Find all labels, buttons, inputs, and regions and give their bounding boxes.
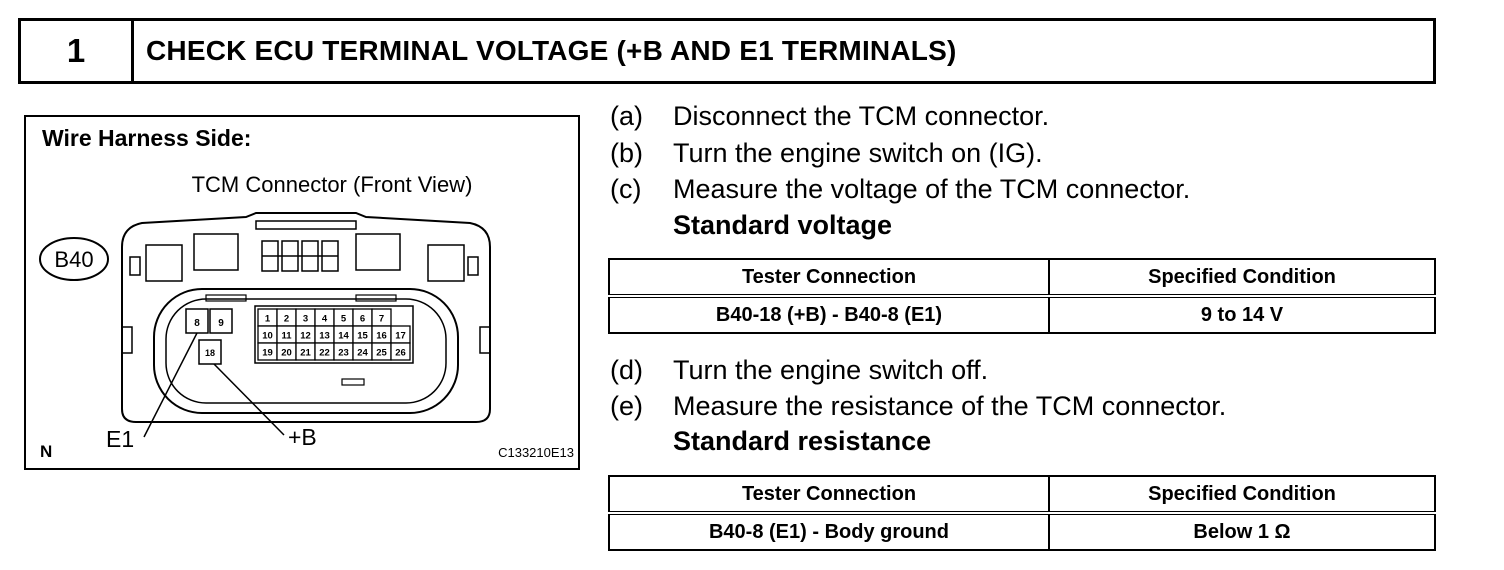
table-row: B40-18 (+B) - B40-8 (E1) 9 to 14 V bbox=[608, 295, 1436, 334]
terminal-2: 2 bbox=[284, 314, 289, 325]
step-header: 1 CHECK ECU TERMINAL VOLTAGE (+B AND E1 … bbox=[18, 18, 1436, 84]
connector-id-label: B40 bbox=[54, 247, 93, 272]
step-text: Disconnect the TCM connector. bbox=[673, 101, 1050, 131]
terminal-8: 8 bbox=[185, 308, 209, 334]
standard-resistance-table: Tester Connection Specified Condition B4… bbox=[608, 475, 1436, 551]
svg-text:8: 8 bbox=[194, 318, 200, 329]
terminal-22: 22 bbox=[319, 348, 330, 359]
step-label: (e) bbox=[610, 391, 643, 421]
connector-id-ellipse bbox=[39, 237, 109, 281]
terminal-1: 1 bbox=[265, 314, 271, 325]
figure-code: C133210E13 bbox=[498, 445, 574, 460]
svg-text:18: 18 bbox=[205, 348, 215, 358]
terminal-5: 5 bbox=[341, 314, 347, 325]
tester-connection-cell: B40-18 (+B) - B40-8 (E1) bbox=[608, 295, 1050, 334]
terminal-13: 13 bbox=[319, 331, 330, 342]
terminal-14: 14 bbox=[338, 331, 349, 342]
step-text: Turn the engine switch on (IG). bbox=[673, 138, 1043, 168]
step-number: 1 bbox=[21, 21, 134, 81]
terminal-21: 21 bbox=[300, 348, 311, 359]
terminal-4: 4 bbox=[322, 314, 328, 325]
terminal-9: 9 bbox=[209, 308, 233, 334]
terminal-18: 18 bbox=[198, 339, 222, 365]
wire-harness-side-label: Wire Harness Side: bbox=[42, 125, 252, 151]
specified-condition-cell: 9 to 14 V bbox=[1048, 295, 1436, 334]
terminal-25: 25 bbox=[376, 348, 387, 359]
terminal-10: 10 bbox=[262, 331, 273, 342]
col-header-tester-connection: Tester Connection bbox=[608, 475, 1050, 515]
standard-resistance-title: Standard resistance bbox=[673, 426, 932, 456]
terminal-cell bbox=[390, 342, 411, 361]
e1-label: E1 bbox=[106, 426, 134, 452]
terminal-11: 11 bbox=[281, 331, 292, 342]
standard-voltage-table: Tester Connection Specified Condition B4… bbox=[608, 258, 1436, 334]
terminal-15: 15 bbox=[357, 331, 368, 342]
tester-connection-cell: B40-8 (E1) - Body ground bbox=[608, 512, 1050, 551]
col-header-specified-condition: Specified Condition bbox=[1048, 475, 1436, 515]
terminal-20: 20 bbox=[281, 348, 292, 359]
standard-voltage-title: Standard voltage bbox=[673, 210, 893, 240]
plus-b-label: +B bbox=[288, 424, 317, 450]
terminal-3: 3 bbox=[303, 314, 308, 325]
terminal-grid-frame bbox=[254, 305, 414, 364]
col-header-specified-condition: Specified Condition bbox=[1048, 258, 1436, 298]
connector-figure: Wire Harness Side: TCM Connector (Front … bbox=[24, 115, 580, 470]
connector-title: TCM Connector (Front View) bbox=[191, 172, 473, 197]
terminal-17: 17 bbox=[395, 331, 406, 342]
specified-condition-cell: Below 1 Ω bbox=[1048, 512, 1436, 551]
step-label: (b) bbox=[610, 138, 643, 168]
terminal-7: 7 bbox=[379, 314, 384, 325]
terminal-26: 26 bbox=[395, 348, 406, 359]
terminal-12: 12 bbox=[300, 331, 311, 342]
connector-diagram: B40 8 9 bbox=[39, 212, 574, 461]
step-label: (c) bbox=[610, 174, 642, 204]
step-text: Turn the engine switch off. bbox=[673, 355, 989, 385]
step-text: Measure the voltage of the TCM connector… bbox=[673, 174, 1191, 204]
step-title: CHECK ECU TERMINAL VOLTAGE (+B AND E1 TE… bbox=[146, 35, 957, 66]
corner-label: N bbox=[40, 442, 52, 461]
step-text: Measure the resistance of the TCM connec… bbox=[673, 391, 1227, 421]
terminal-23: 23 bbox=[338, 348, 349, 359]
terminal-24: 24 bbox=[357, 348, 368, 359]
step-label: (d) bbox=[610, 355, 643, 385]
terminal-16: 16 bbox=[376, 331, 387, 342]
table-row: B40-8 (E1) - Body ground Below 1 Ω bbox=[608, 512, 1436, 551]
terminal-6: 6 bbox=[360, 314, 365, 325]
col-header-tester-connection: Tester Connection bbox=[608, 258, 1050, 298]
svg-text:9: 9 bbox=[218, 318, 224, 329]
step-label: (a) bbox=[610, 101, 643, 131]
terminal-19: 19 bbox=[262, 348, 273, 359]
